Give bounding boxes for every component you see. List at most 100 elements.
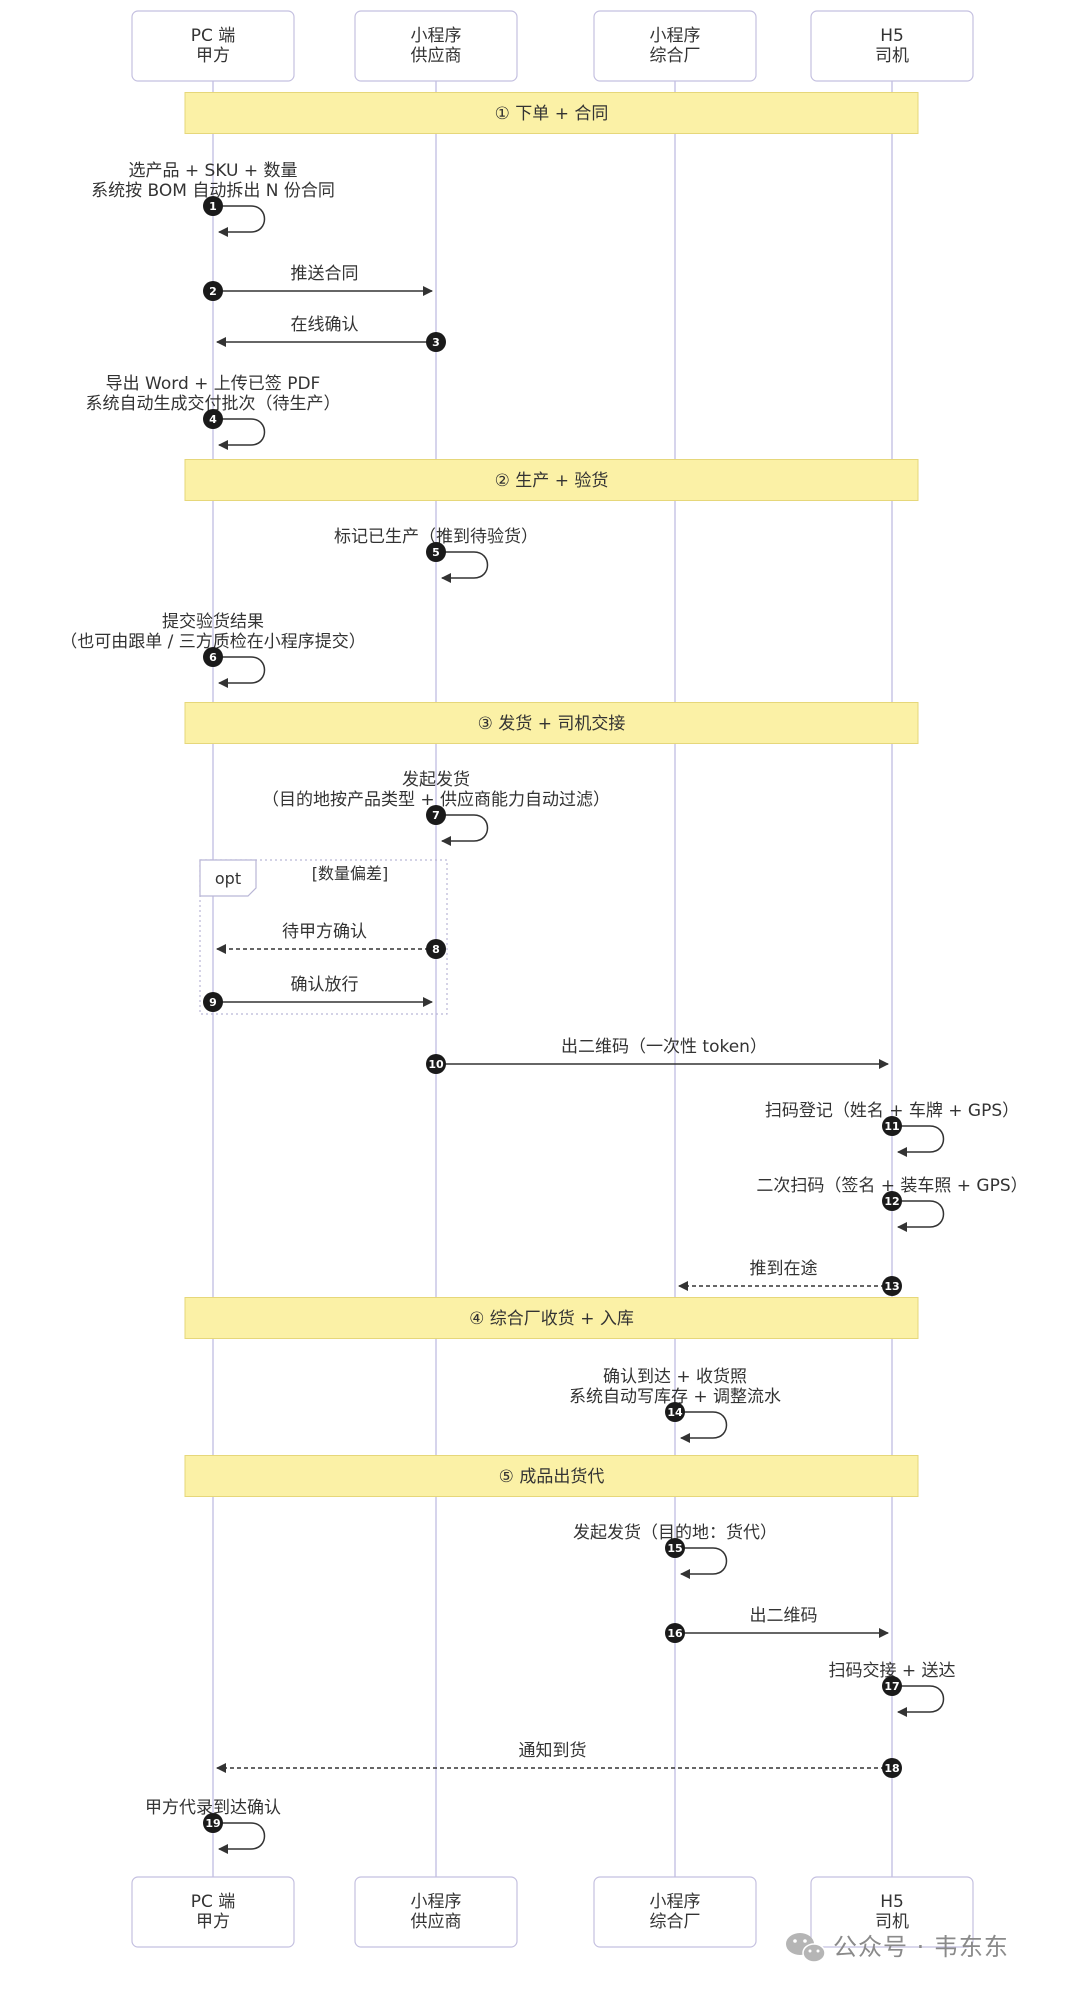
message-label: 系统自动生成交付批次（待生产）	[86, 394, 341, 414]
section-bar-5: ⑤ 成品出货代	[184, 1455, 919, 1497]
step-number: 9	[209, 996, 217, 1009]
step-number-badge: 7	[426, 805, 446, 825]
self-arrow	[213, 656, 266, 688]
section-label: ③ 发货 + 司机交接	[478, 714, 626, 734]
step-number-circle	[426, 939, 446, 959]
participant-box	[354, 10, 518, 82]
step-number: 7	[432, 809, 440, 822]
step-number: 10	[428, 1058, 444, 1071]
section-bar-fill	[184, 702, 919, 744]
participant-name: 小程序	[650, 1892, 701, 1912]
message-12: 二次扫码（签名 + 装车照 + GPS）12	[756, 1176, 1028, 1232]
step-number: 1	[209, 200, 217, 213]
step-number-circle	[203, 647, 223, 667]
step-number-circle	[882, 1676, 902, 1696]
section-label: ① 下单 + 合同	[495, 104, 609, 124]
step-number-badge: 10	[426, 1054, 446, 1074]
participant-role: 甲方	[196, 1912, 230, 1932]
participant-role: 供应商	[411, 46, 462, 66]
participant-name: PC 端	[191, 1892, 236, 1912]
participant-name: H5	[880, 1892, 904, 1912]
step-number: 13	[884, 1280, 899, 1293]
step-number-circle	[882, 1116, 902, 1136]
opt-fragment: opt[数量偏差]	[199, 859, 448, 1015]
participant-name: H5	[880, 26, 904, 46]
step-number-circle	[426, 1054, 446, 1074]
section-bar-2: ② 生产 + 验货	[184, 459, 919, 501]
step-number: 8	[432, 943, 440, 956]
participant-box	[131, 10, 295, 82]
message-15: 发起发货（目的地：货代）15	[573, 1523, 777, 1579]
message-label: 提交验货结果	[162, 612, 264, 632]
step-number-circle	[203, 196, 223, 216]
message-label: 扫码登记（姓名 + 车牌 + GPS）	[765, 1101, 1019, 1121]
participant-role: 综合厂	[650, 46, 701, 66]
message-10: 出二维码（一次性 token）10	[426, 1037, 889, 1074]
step-number: 17	[884, 1680, 899, 1693]
step-number-badge: 5	[426, 542, 446, 562]
participant-box	[131, 1876, 295, 1948]
participant-name: 小程序	[411, 26, 462, 46]
step-number: 5	[432, 546, 440, 559]
watermark-text: 公众号 · 韦东东	[833, 1933, 1009, 1961]
message-label: （也可由跟单 / 三方质检在小程序提交）	[60, 632, 366, 652]
participant-box	[810, 1876, 974, 1948]
self-arrow	[213, 418, 266, 450]
opt-condition: [数量偏差]	[312, 864, 389, 883]
message-label: 导出 Word + 上传已签 PDF	[106, 374, 321, 394]
message-label: 推到在途	[750, 1259, 818, 1279]
participant-box	[354, 1876, 518, 1948]
message-label: 确认放行	[291, 975, 359, 995]
step-number: 18	[884, 1762, 899, 1775]
step-number: 11	[884, 1120, 899, 1133]
message-label: 系统自动写库存 + 调整流水	[569, 1387, 781, 1407]
step-number-circle	[426, 542, 446, 562]
section-label: ④ 综合厂收货 + 入库	[469, 1309, 634, 1329]
message-label: 出二维码	[750, 1606, 818, 1626]
step-number: 12	[884, 1195, 899, 1208]
message-label: 甲方代录到达确认	[145, 1798, 281, 1818]
section-bar-fill	[184, 1455, 919, 1497]
self-arrow	[892, 1200, 945, 1232]
message-8: 待甲方确认 8	[216, 922, 446, 959]
step-number: 3	[432, 336, 440, 349]
step-number-badge: 14	[665, 1402, 685, 1422]
step-number-circle	[882, 1276, 902, 1296]
message-label: 扫码交接 + 送达	[828, 1661, 955, 1681]
message-label: 在线确认	[291, 315, 359, 335]
step-number-badge: 2	[203, 281, 223, 301]
step-number-circle	[203, 1813, 223, 1833]
participant-box	[593, 1876, 757, 1948]
step-number-badge: 16	[665, 1623, 685, 1643]
step-number: 2	[209, 285, 217, 298]
participant-role: 综合厂	[650, 1912, 701, 1932]
participant-pc-bottom: PC 端甲方	[131, 1876, 295, 1948]
message-3: 在线确认 3	[216, 315, 446, 352]
step-number-badge: 3	[426, 332, 446, 352]
watermark: 公众号 · 韦东东	[786, 1933, 1009, 1963]
step-number-badge: 11	[882, 1116, 902, 1136]
message-label: 待甲方确认	[282, 922, 367, 942]
step-number: 14	[667, 1406, 683, 1419]
self-arrow	[892, 1125, 945, 1157]
section-bar-4: ④ 综合厂收货 + 入库	[184, 1297, 919, 1339]
message-6: 提交验货结果（也可由跟单 / 三方质检在小程序提交）6	[60, 612, 366, 688]
step-number: 4	[209, 413, 217, 426]
step-number-circle	[426, 332, 446, 352]
participant-box	[810, 10, 974, 82]
participant-role: 甲方	[196, 46, 230, 66]
participant-pc-top: PC 端甲方	[131, 10, 295, 82]
message-label: 标记已生产（推到待验货）	[334, 527, 538, 547]
step-number: 6	[209, 651, 217, 664]
step-number-circle	[665, 1538, 685, 1558]
